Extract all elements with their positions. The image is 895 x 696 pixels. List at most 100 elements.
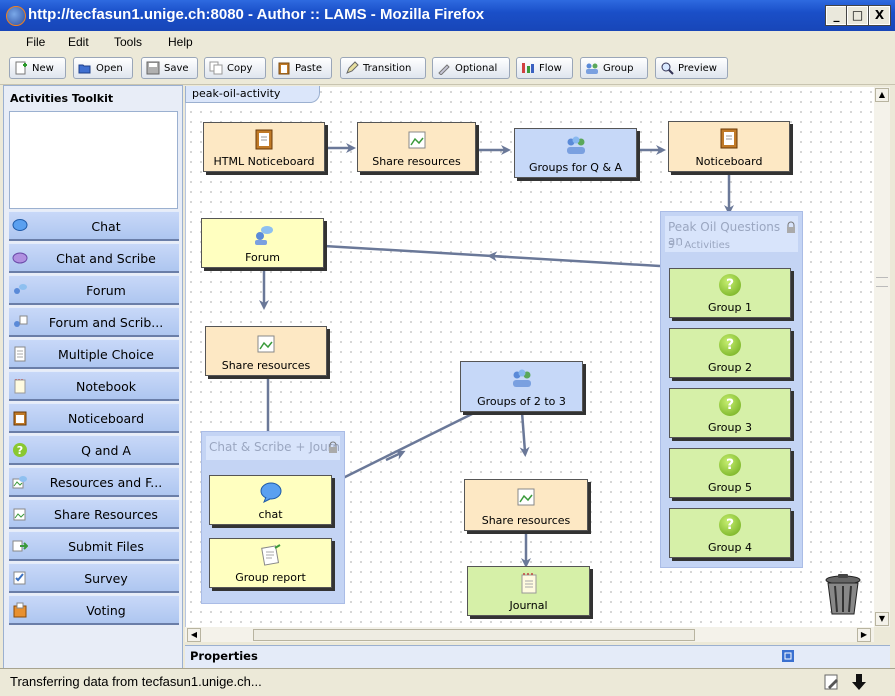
- properties-bar[interactable]: Properties: [185, 645, 890, 668]
- menu-tools[interactable]: Tools: [114, 35, 143, 49]
- horizontal-scrollbar[interactable]: ◀ ▶: [185, 627, 874, 642]
- scroll-grip[interactable]: [876, 277, 888, 287]
- tool-noticeboard[interactable]: Noticeboard: [9, 403, 179, 433]
- vertical-scrollbar[interactable]: ▲ ▼: [874, 87, 890, 627]
- tool-label: Multiple Choice: [58, 347, 154, 362]
- paste-button[interactable]: Paste: [272, 57, 332, 79]
- activity-noticeboard[interactable]: Noticeboard: [668, 121, 790, 172]
- tool-chat[interactable]: Chat: [9, 211, 179, 241]
- design-tab[interactable]: peak-oil-activity: [185, 86, 320, 103]
- copy-button[interactable]: Copy: [204, 57, 266, 79]
- resources-forum-icon: [12, 476, 27, 489]
- tool-multiple-choice[interactable]: Multiple Choice: [9, 339, 179, 369]
- activity-share-resources-2[interactable]: Share resources: [205, 326, 327, 376]
- tool-label: Survey: [84, 571, 128, 586]
- forum-icon: [254, 226, 273, 245]
- tool-notebook[interactable]: Notebook: [9, 371, 179, 401]
- tool-share-resources[interactable]: Share Resources: [9, 499, 179, 529]
- group-item-chat[interactable]: chat: [209, 475, 332, 525]
- activity-html-noticeboard[interactable]: HTML Noticeboard: [203, 122, 325, 172]
- tool-label: Chat and Scribe: [56, 251, 156, 266]
- group-label: Group: [603, 63, 634, 74]
- group-item-4[interactable]: ? Group 4: [669, 508, 791, 558]
- minimize-button[interactable]: _: [825, 5, 848, 26]
- group-item-group-report[interactable]: Group report: [209, 538, 332, 588]
- lock-icon: [329, 441, 337, 453]
- toolbar: New Open Save Copy Paste Transition Opti…: [0, 53, 895, 85]
- save-label: Save: [164, 63, 189, 74]
- submit-files-icon: [12, 540, 28, 552]
- menu-file[interactable]: File: [26, 35, 46, 49]
- tool-label: Submit Files: [68, 539, 144, 554]
- design-canvas[interactable]: HTML Noticeboard Share resources Groups …: [185, 87, 875, 627]
- new-button[interactable]: New: [9, 57, 66, 79]
- activity-share-resources-1[interactable]: Share resources: [357, 122, 476, 172]
- preview-button[interactable]: Preview: [655, 57, 728, 79]
- activity-journal[interactable]: Journal: [467, 566, 590, 616]
- transition-arrows: [259, 143, 734, 568]
- download-arrow-icon[interactable]: [851, 673, 867, 691]
- group-item-5[interactable]: ? Group 5: [669, 448, 791, 498]
- tool-label: Q and A: [81, 443, 131, 458]
- optional-button[interactable]: Optional: [432, 57, 510, 79]
- flow-label: Flow: [539, 63, 562, 74]
- maximize-button[interactable]: □: [846, 5, 869, 26]
- expand-icon[interactable]: [782, 650, 794, 662]
- edit-page-icon[interactable]: [823, 673, 841, 691]
- share-resources-icon: [257, 335, 275, 353]
- tool-label: Forum: [86, 283, 126, 298]
- tool-resources-and-forum[interactable]: Resources and F...: [9, 467, 179, 497]
- flow-icon: [522, 63, 534, 73]
- save-button[interactable]: Save: [141, 57, 198, 79]
- activity-share-resources-3[interactable]: Share resources: [464, 479, 588, 531]
- branching-group-peak-oil[interactable]: Peak Oil Questions an 5 - Activities ? G…: [660, 211, 803, 568]
- notebook-icon: [14, 379, 26, 394]
- activity-label: Group report: [235, 571, 306, 584]
- transition-button[interactable]: Transition: [340, 57, 426, 79]
- group-people-icon: [566, 136, 585, 154]
- magnifier-icon: [661, 62, 674, 75]
- optional-icon: [438, 64, 450, 75]
- menu-help[interactable]: Help: [168, 35, 193, 49]
- activities-toolkit-panel: Activities Toolkit Chat Chat and Scribe …: [3, 85, 183, 669]
- chat-bubble-icon: [12, 219, 28, 231]
- scroll-down-icon[interactable]: ▼: [875, 612, 889, 626]
- window-title: http://tecfasun1.unige.ch:8080 - Author …: [28, 6, 485, 23]
- trash-bin-icon[interactable]: [823, 574, 863, 616]
- share-resources-icon: [517, 488, 535, 506]
- scroll-right-icon[interactable]: ▶: [857, 628, 871, 642]
- tool-submit-files[interactable]: Submit Files: [9, 531, 179, 561]
- activity-label: HTML Noticeboard: [213, 155, 315, 168]
- tool-forum-and-scribe[interactable]: Forum and Scrib...: [9, 307, 179, 337]
- scroll-thumb[interactable]: [253, 629, 695, 641]
- flow-button[interactable]: Flow: [516, 57, 573, 79]
- parallel-group-chat-scribe[interactable]: Chat & Scribe + Journ chat Group report: [201, 431, 345, 604]
- tool-chat-and-scribe[interactable]: Chat and Scribe: [9, 243, 179, 273]
- activity-forum[interactable]: Forum: [201, 218, 324, 268]
- new-icon: [15, 61, 27, 75]
- group-item-2[interactable]: ? Group 2: [669, 328, 791, 378]
- tool-forum[interactable]: Forum: [9, 275, 179, 305]
- share-resources-icon: [13, 508, 26, 521]
- tool-voting[interactable]: Voting: [9, 595, 179, 625]
- scribe-document-icon: [260, 544, 281, 566]
- scroll-up-icon[interactable]: ▲: [875, 88, 889, 102]
- tool-survey[interactable]: Survey: [9, 563, 179, 593]
- toolkit-title: Activities Toolkit: [10, 92, 114, 105]
- tool-label: Share Resources: [54, 507, 158, 522]
- group-item-1[interactable]: ? Group 1: [669, 268, 791, 318]
- close-button[interactable]: X: [868, 5, 891, 26]
- scroll-left-icon[interactable]: ◀: [187, 628, 201, 642]
- transition-label: Transition: [363, 63, 412, 74]
- activity-groups-2-to-3[interactable]: Groups of 2 to 3: [460, 361, 583, 412]
- group-item-3[interactable]: ? Group 3: [669, 388, 791, 438]
- menu-edit[interactable]: Edit: [68, 35, 89, 49]
- tool-q-and-a[interactable]: ? Q and A: [9, 435, 179, 465]
- group-button[interactable]: Group: [580, 57, 648, 79]
- chat-scribe-icon: [12, 252, 28, 264]
- activity-groups-for-qa[interactable]: Groups for Q & A: [514, 128, 637, 178]
- survey-icon: [13, 571, 26, 585]
- open-button[interactable]: Open: [73, 57, 133, 79]
- tool-label: Chat: [91, 219, 121, 234]
- activity-label: Groups for Q & A: [528, 161, 623, 174]
